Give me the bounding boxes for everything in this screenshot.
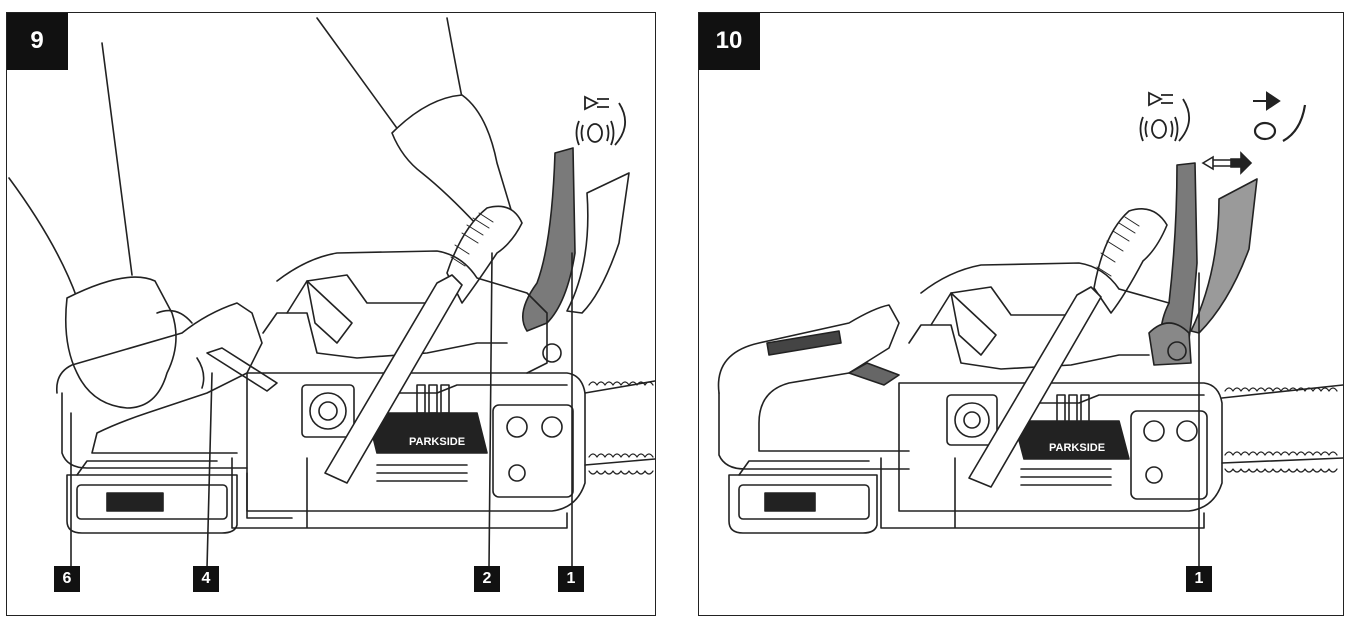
arrow-right-solid-icon [1253,91,1281,111]
brand-plate [366,412,488,454]
callout-4: 4 [193,566,219,592]
guide-bar [1221,384,1343,464]
callout-1: 1 [558,566,584,592]
front-handle [446,205,523,304]
left-arm-outline [8,177,78,299]
chain-brake-released-icon [575,95,626,146]
double-arrow-icon [1201,151,1253,175]
arrow-left-outline-icon [584,95,609,111]
figure-10-panel: 10 [698,12,1344,616]
chain-brake-guard [521,147,576,332]
motor-housing [246,372,586,512]
arrow-left-outline-icon [1148,91,1173,107]
brand-logo: PARKSIDE [1049,442,1105,454]
chain-brake-released-icon [1139,91,1190,142]
figure-number: 10 [699,13,760,70]
battery-pack [728,474,878,534]
figure-9-panel: 9 [6,12,656,616]
left-glove [64,276,177,409]
battery-pack [66,474,238,534]
rear-handle [55,302,263,454]
figure-number: 9 [7,13,68,70]
chainsaw-illustration: PARKSIDE [8,17,655,569]
brand-logo: PARKSIDE [409,436,465,448]
chainsaw-illustration: PARKSIDE [717,91,1343,569]
callout-2: 2 [474,566,500,592]
motor-housing [898,382,1223,512]
chain-brake-engaged-icon [1253,91,1307,142]
leader-line-4 [206,372,213,569]
leader-line-2 [488,252,493,569]
brand-plate [1013,420,1130,460]
front-handle [1093,208,1168,314]
front-handle-bar [324,274,463,484]
rear-handle [717,304,910,452]
front-handle-bar [968,286,1102,488]
callout-1: 1 [1186,566,1212,592]
callout-6: 6 [54,566,80,592]
guide-bar [584,380,655,466]
